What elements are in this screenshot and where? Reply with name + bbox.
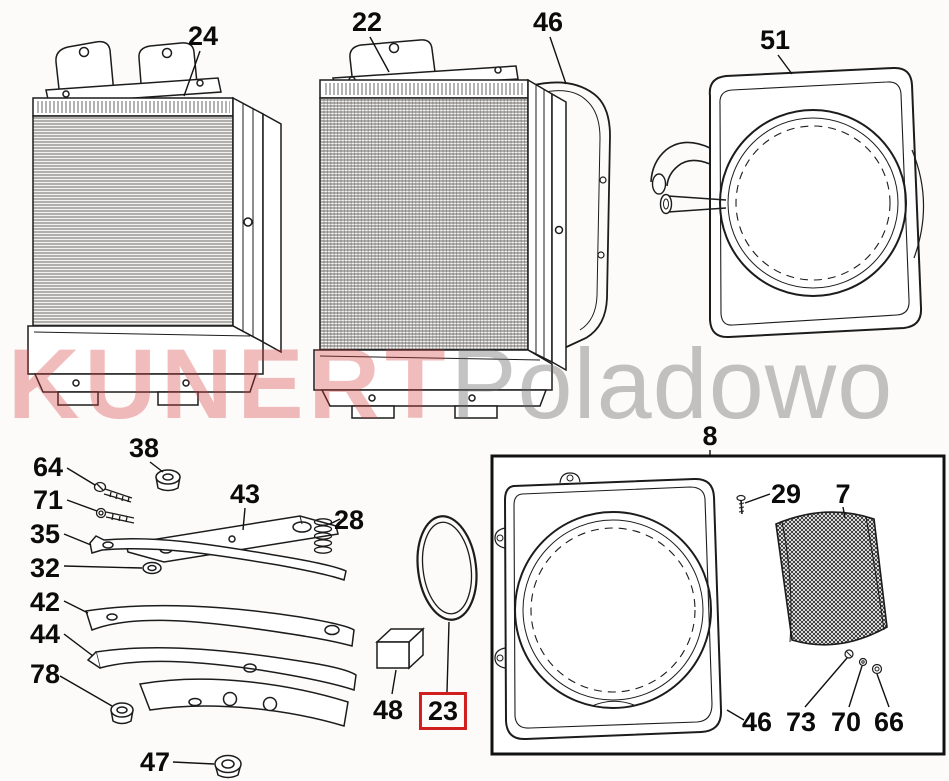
- part-label-73[interactable]: 73: [785, 707, 817, 737]
- plate-42-drawing: [85, 604, 355, 647]
- spring-28-drawing: [313, 518, 333, 554]
- part-label-51[interactable]: 51: [759, 25, 791, 55]
- block-48-drawing: [375, 627, 425, 670]
- part-label-64[interactable]: 64: [32, 452, 64, 482]
- assembly-box-8-drawing: [490, 454, 946, 756]
- part-label-22[interactable]: 22: [351, 7, 383, 37]
- part-label-28[interactable]: 28: [333, 505, 365, 535]
- part-label-32[interactable]: 32: [29, 553, 61, 583]
- radiator-24-drawing: [27, 40, 282, 406]
- fan-shroud-51-drawing: [650, 66, 925, 339]
- part-label-48[interactable]: 48: [372, 695, 404, 725]
- part-label-66[interactable]: 66: [873, 707, 905, 737]
- part-label-47[interactable]: 47: [139, 747, 171, 777]
- plate-44-drawing: [86, 646, 357, 727]
- part-label-78[interactable]: 78: [29, 659, 61, 689]
- oring-23-drawing: [416, 515, 478, 621]
- part-label-71[interactable]: 71: [32, 485, 64, 515]
- part-label-43[interactable]: 43: [229, 479, 261, 509]
- part-label-46-inner[interactable]: 46: [741, 707, 773, 737]
- grommet-78-drawing: [110, 702, 134, 725]
- part-label-29[interactable]: 29: [770, 479, 802, 509]
- screw-71-drawing: [95, 507, 135, 524]
- part-label-23-highlighted[interactable]: 23: [418, 692, 468, 731]
- part-label-44[interactable]: 44: [29, 619, 61, 649]
- bracket-35-drawing: [89, 535, 347, 581]
- radiator-22-drawing: [313, 39, 567, 419]
- part-label-70[interactable]: 70: [830, 707, 862, 737]
- grommet-47-drawing: [214, 754, 242, 779]
- part-label-35[interactable]: 35: [29, 519, 61, 549]
- part-label-24[interactable]: 24: [187, 21, 219, 51]
- screw-64-drawing: [93, 481, 133, 503]
- part-label-46-top[interactable]: 46: [532, 7, 564, 37]
- part-label-38[interactable]: 38: [128, 433, 160, 463]
- part-label-7[interactable]: 7: [835, 479, 851, 509]
- grommet-38-drawing: [155, 469, 181, 492]
- washer-32-drawing: [142, 561, 162, 575]
- part-label-42[interactable]: 42: [29, 587, 61, 617]
- leader-lines: [59, 36, 890, 765]
- part-label-8[interactable]: 8: [702, 421, 718, 451]
